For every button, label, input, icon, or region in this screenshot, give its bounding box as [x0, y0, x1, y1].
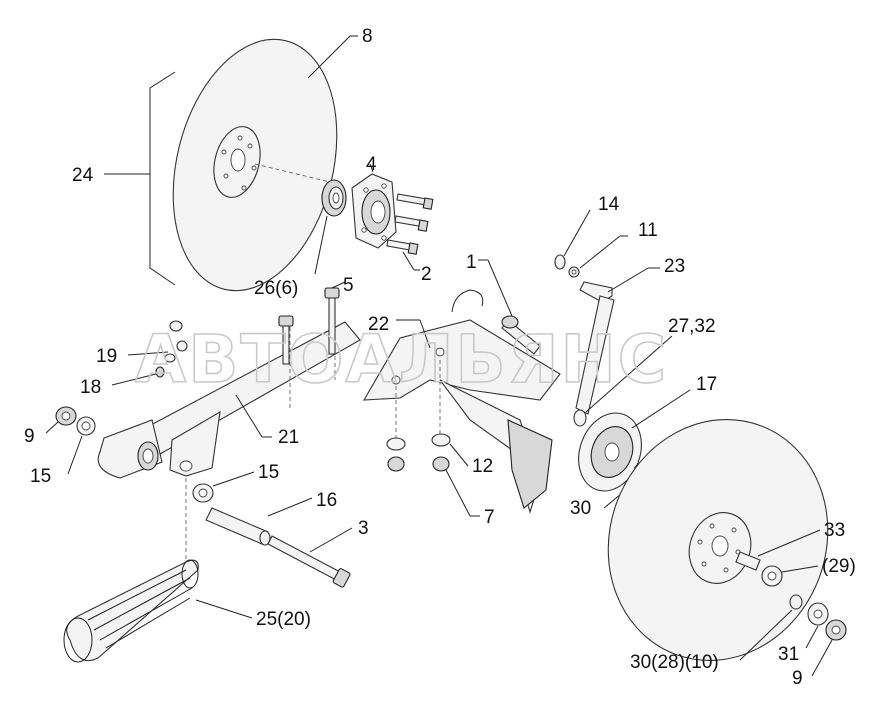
hub-17	[578, 412, 642, 492]
clip-14	[554, 254, 566, 270]
sleeve-16	[205, 507, 271, 546]
lower-disc	[607, 419, 829, 661]
bolts-2	[386, 193, 434, 255]
callout-17: 17	[696, 374, 717, 395]
callout-5: 5	[343, 275, 354, 296]
callout-23: 23	[664, 256, 685, 277]
callout-25-20: 25(20)	[256, 609, 311, 630]
callout-30-28-10: 30(28)(10)	[630, 652, 719, 673]
callout-21: 21	[278, 427, 299, 448]
callout-31: 31	[778, 644, 799, 665]
bushing-15-mid	[192, 483, 214, 503]
callout-16: 16	[316, 490, 337, 511]
callout-8: 8	[362, 26, 373, 47]
callout-12: 12	[472, 456, 493, 477]
callout-14: 14	[598, 194, 620, 215]
nut-9-left	[55, 406, 77, 426]
washer-29	[761, 565, 783, 587]
bolt-3	[267, 535, 351, 588]
spring-25	[63, 559, 199, 663]
callout-15-left: 15	[30, 466, 51, 487]
callout-24: 24	[72, 165, 94, 186]
upper-disc	[172, 38, 338, 292]
callout-19: 19	[96, 346, 117, 367]
callout-29: (29)	[822, 556, 856, 577]
washer-11	[568, 266, 580, 278]
washer-30-lower	[789, 594, 803, 610]
bushing-15-left	[76, 416, 96, 436]
frame-22	[363, 289, 561, 514]
bracket-24	[104, 71, 176, 286]
hub-4	[351, 173, 397, 249]
nut-washer-left	[386, 437, 406, 472]
watermark: АВТОАЛЬЯНС	[135, 321, 668, 398]
pin-33	[735, 551, 761, 571]
callout-7: 7	[484, 507, 495, 528]
callout-9-left: 9	[24, 426, 35, 447]
fitting-18-19	[155, 320, 188, 378]
arm-23	[575, 281, 615, 415]
bearing-26	[321, 179, 347, 217]
callout-1: 1	[466, 252, 477, 273]
callout-11: 11	[638, 220, 658, 241]
nut-washer-12-7	[431, 433, 451, 472]
callout-2: 2	[421, 264, 432, 285]
washer-31	[807, 602, 829, 626]
nut-9-right	[825, 619, 847, 641]
callout-18: 18	[80, 377, 101, 398]
callout-26-6: 26(6)	[254, 278, 298, 299]
pin-1	[501, 315, 541, 355]
callout-33: 33	[824, 520, 845, 541]
callout-27-32: 27,32	[668, 316, 716, 337]
bolt-left	[278, 315, 294, 365]
washer-27-32	[573, 409, 587, 427]
callout-3: 3	[358, 518, 369, 539]
callout-9-right: 9	[792, 668, 803, 689]
callout-15-mid: 15	[258, 462, 279, 483]
callout-30: 30	[570, 498, 591, 519]
callout-4: 4	[366, 154, 377, 175]
bolt-5	[324, 287, 340, 355]
callout-22: 22	[368, 314, 389, 335]
arm-21	[97, 300, 361, 479]
